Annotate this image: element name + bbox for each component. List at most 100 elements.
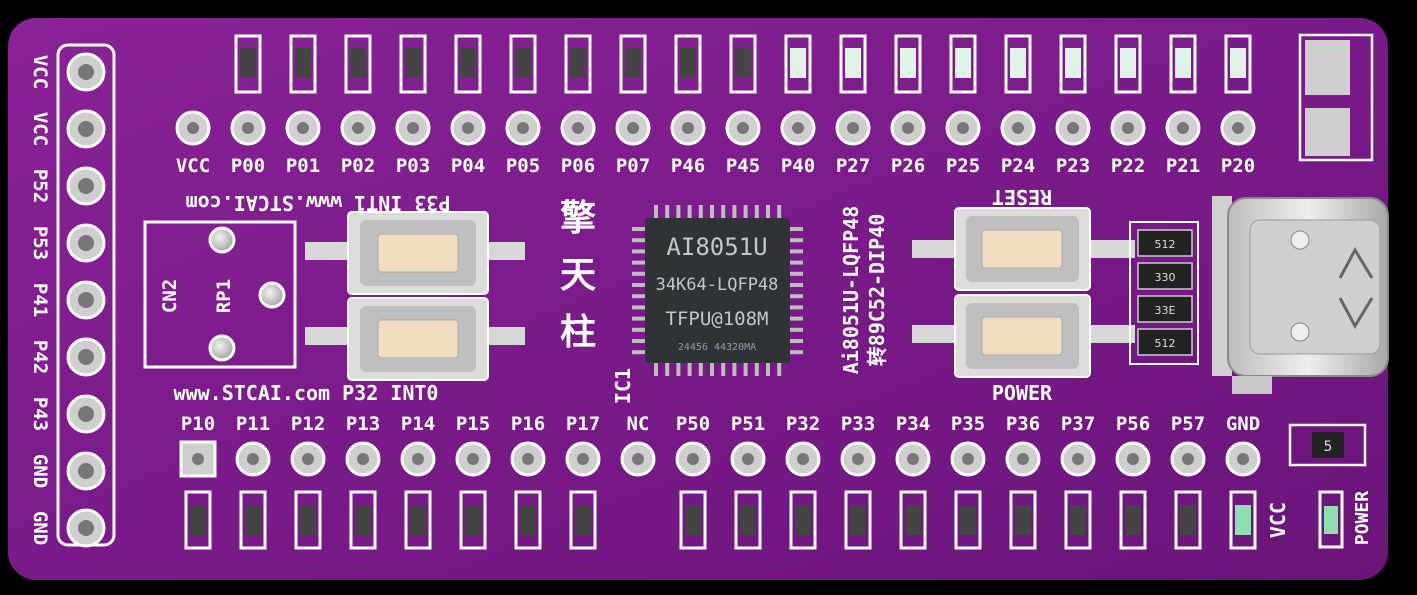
chip-pin [676,362,681,376]
int0-button[interactable] [305,297,525,381]
left-header-pin-hole [78,520,94,536]
bottom-led-body [960,505,976,535]
top-pin-label: P21 [1166,155,1200,177]
part-5-body [1312,432,1344,458]
bottom-pin-label: P16 [511,413,545,435]
usb-c-connector[interactable] [1212,196,1389,394]
top-pin-labels: P20P21P22P23P24P25P26P27P40P45P46P07P06P… [176,155,1255,177]
top-led [729,34,757,94]
top-pin-hole [792,122,804,134]
top-led-body [845,48,861,78]
bottom-pin-hole [522,453,534,465]
bottom-pin-hole [247,453,259,465]
resistor-frame [1129,221,1199,365]
bottom-led [514,490,542,550]
bottom-led-body [685,505,701,535]
bottom-led [899,490,927,550]
top-pin-label: P27 [836,155,870,177]
top-pin-hole [462,122,474,134]
top-pin-label: P03 [396,155,430,177]
chip-pin [789,283,803,287]
chip-pin [789,260,803,265]
bottom-pin-hole [192,453,204,465]
top-led [674,34,702,94]
top-pin-hole [352,122,364,134]
chip-pin [698,205,703,219]
bottom-pin-hole [852,453,864,465]
left-header-pin-hole [78,235,94,251]
top-led-body [790,48,806,78]
top-pin-hole [1012,122,1024,134]
top-led-body [1120,48,1136,78]
left-header-label: GND [29,511,51,545]
top-led [619,34,647,94]
top-right-pad-1 [1305,40,1350,95]
bottom-pin-label: P11 [236,413,270,435]
top-pin-hole [902,122,914,134]
chip-pin [632,327,646,332]
left-header-pin-hole [78,178,94,194]
chip-pin [732,205,737,219]
top-pin-hole [1177,122,1189,134]
bottom-pin-label: P33 [841,413,875,435]
bottom-pin-hole [467,453,479,465]
top-led-body [240,48,256,78]
left-header-label: P42 [29,340,51,374]
bottom-led-body [1070,505,1086,535]
bottom-pin-label: P51 [731,413,765,435]
bottom-pin-label: P12 [291,413,325,435]
resistor [1137,262,1193,290]
bottom-pin-hole [962,453,974,465]
bottom-led-body [300,505,316,535]
top-pin-hole [572,122,584,134]
bottom-led [1119,490,1147,550]
chip-pin [676,205,681,219]
left-header-label: VCC [29,55,51,89]
left-header-label: P43 [29,397,51,431]
resistor [1137,229,1193,257]
chip-pin [687,362,692,376]
bottom-pin-label: P13 [346,413,380,435]
top-pin-label: P45 [726,155,760,177]
top-led [564,34,592,94]
top-pin-label: P01 [286,155,320,177]
chip-pin [632,305,646,310]
top-led-body [350,48,366,78]
top-led [1059,34,1087,94]
bottom-led [954,490,982,550]
top-pin-hole [1122,122,1134,134]
bottom-led-body [355,505,371,535]
cn2-label: CN2 [159,279,181,313]
left-header-label: GND [29,454,51,488]
chip-pin [698,362,703,376]
top-led [784,34,812,94]
bottom-led [404,490,432,550]
bottom-pin-label: P36 [1006,413,1040,435]
rp1-pad-top [208,226,236,254]
top-pin-hole [1232,122,1244,134]
top-led-body [735,48,751,78]
top-pin-label: P46 [671,155,705,177]
chip-pin [789,238,803,243]
top-pin-label: P22 [1111,155,1145,177]
reset-label: RESET [992,185,1052,209]
chip-pin [754,362,759,376]
bottom-led [569,490,597,550]
reset-button[interactable] [912,207,1135,291]
int1-button[interactable] [305,211,525,295]
bottom-led [184,490,212,550]
left-header-pin-hole [78,406,94,422]
rp1-pad-right [258,281,286,309]
part-5-label: 5 [1324,439,1333,455]
bottom-pin-hole [797,453,809,465]
top-pin-label: P05 [506,155,540,177]
bottom-led-body [1015,505,1031,535]
chip-pin [789,249,803,254]
left-header-pin-hole [78,64,94,80]
chip-pin [665,362,670,376]
bottom-pin-label: P15 [456,413,490,435]
power-button[interactable] [912,294,1135,378]
left-header-pins [66,52,106,548]
